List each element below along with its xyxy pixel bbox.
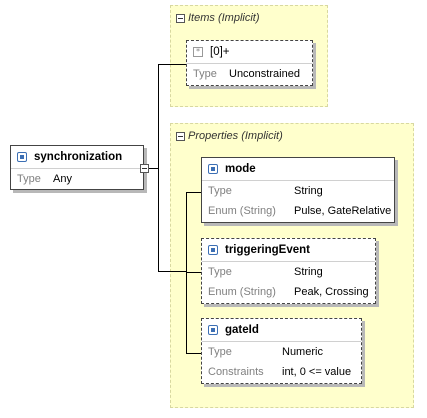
property-node-triggeringevent[interactable]: triggeringEvent Type String Enum (String… <box>201 238 376 304</box>
node-prop-row: Enum (String) Peak, Crossing <box>202 282 375 302</box>
node-name: mode <box>225 163 256 175</box>
prop-value: Numeric <box>282 346 323 358</box>
node-prop-row: Type String <box>202 262 375 282</box>
property-node-mode[interactable]: mode Type String Enum (String) Pulse, Ga… <box>201 157 395 223</box>
prop-value: String <box>294 185 323 197</box>
node-prop-row: Enum (String) Pulse, GateRelative <box>202 201 394 221</box>
connector-line <box>186 272 201 273</box>
property-node-header: triggeringEvent <box>202 239 375 262</box>
prop-key: Constraints <box>208 366 264 378</box>
node-name: triggeringEvent <box>225 244 310 256</box>
collapse-icon[interactable] <box>176 13 185 23</box>
node-name: [0]+ <box>210 46 230 58</box>
object-icon <box>17 152 27 162</box>
node-prop-row: Constraints int, 0 <= value <box>202 362 361 382</box>
node-prop-row: Type Any <box>11 169 143 189</box>
collapse-icon[interactable] <box>140 164 149 173</box>
connector-line <box>186 353 201 354</box>
connector-line <box>158 64 186 65</box>
connector-line <box>148 168 158 169</box>
prop-value: int, 0 <= value <box>282 366 352 378</box>
properties-group-header: Properties (Implicit) <box>176 129 283 143</box>
items-node-header: * [0]+ <box>187 41 312 64</box>
items-group-header: Items (Implicit) <box>176 11 260 25</box>
property-node-header: gateId <box>202 319 361 342</box>
object-icon <box>208 164 218 174</box>
items-group-title: Items (Implicit) <box>188 12 260 24</box>
node-prop-row: Type Unconstrained <box>187 64 312 84</box>
any-icon: * <box>193 47 203 57</box>
properties-group-title: Properties (Implicit) <box>188 130 283 142</box>
root-node-header: synchronization <box>11 146 143 169</box>
connector-line <box>158 271 186 272</box>
node-prop-row: Type Numeric <box>202 342 361 362</box>
prop-key: Type <box>208 185 232 197</box>
prop-key: Type <box>193 68 217 80</box>
prop-value: Peak, Crossing <box>294 286 369 298</box>
prop-key: Type <box>208 346 232 358</box>
prop-key: Enum (String) <box>208 205 276 217</box>
prop-value: Any <box>53 173 72 185</box>
prop-value: Unconstrained <box>229 68 300 80</box>
prop-key: Enum (String) <box>208 286 276 298</box>
node-prop-row: Type String <box>202 181 394 201</box>
connector-line <box>158 64 159 272</box>
prop-value: String <box>294 266 323 278</box>
connector-line <box>186 192 187 354</box>
property-node-gateid[interactable]: gateId Type Numeric Constraints int, 0 <… <box>201 318 362 384</box>
root-node[interactable]: synchronization Type Any <box>10 145 144 190</box>
prop-key: Type <box>208 266 232 278</box>
node-name: gateId <box>225 324 259 336</box>
node-name: synchronization <box>34 151 123 163</box>
object-icon <box>208 245 218 255</box>
prop-key: Type <box>17 173 41 185</box>
object-icon <box>208 325 218 335</box>
property-node-header: mode <box>202 158 394 181</box>
connector-line <box>186 192 201 193</box>
items-node[interactable]: * [0]+ Type Unconstrained <box>186 40 313 86</box>
prop-value: Pulse, GateRelative <box>294 205 392 217</box>
collapse-icon[interactable] <box>176 131 185 141</box>
